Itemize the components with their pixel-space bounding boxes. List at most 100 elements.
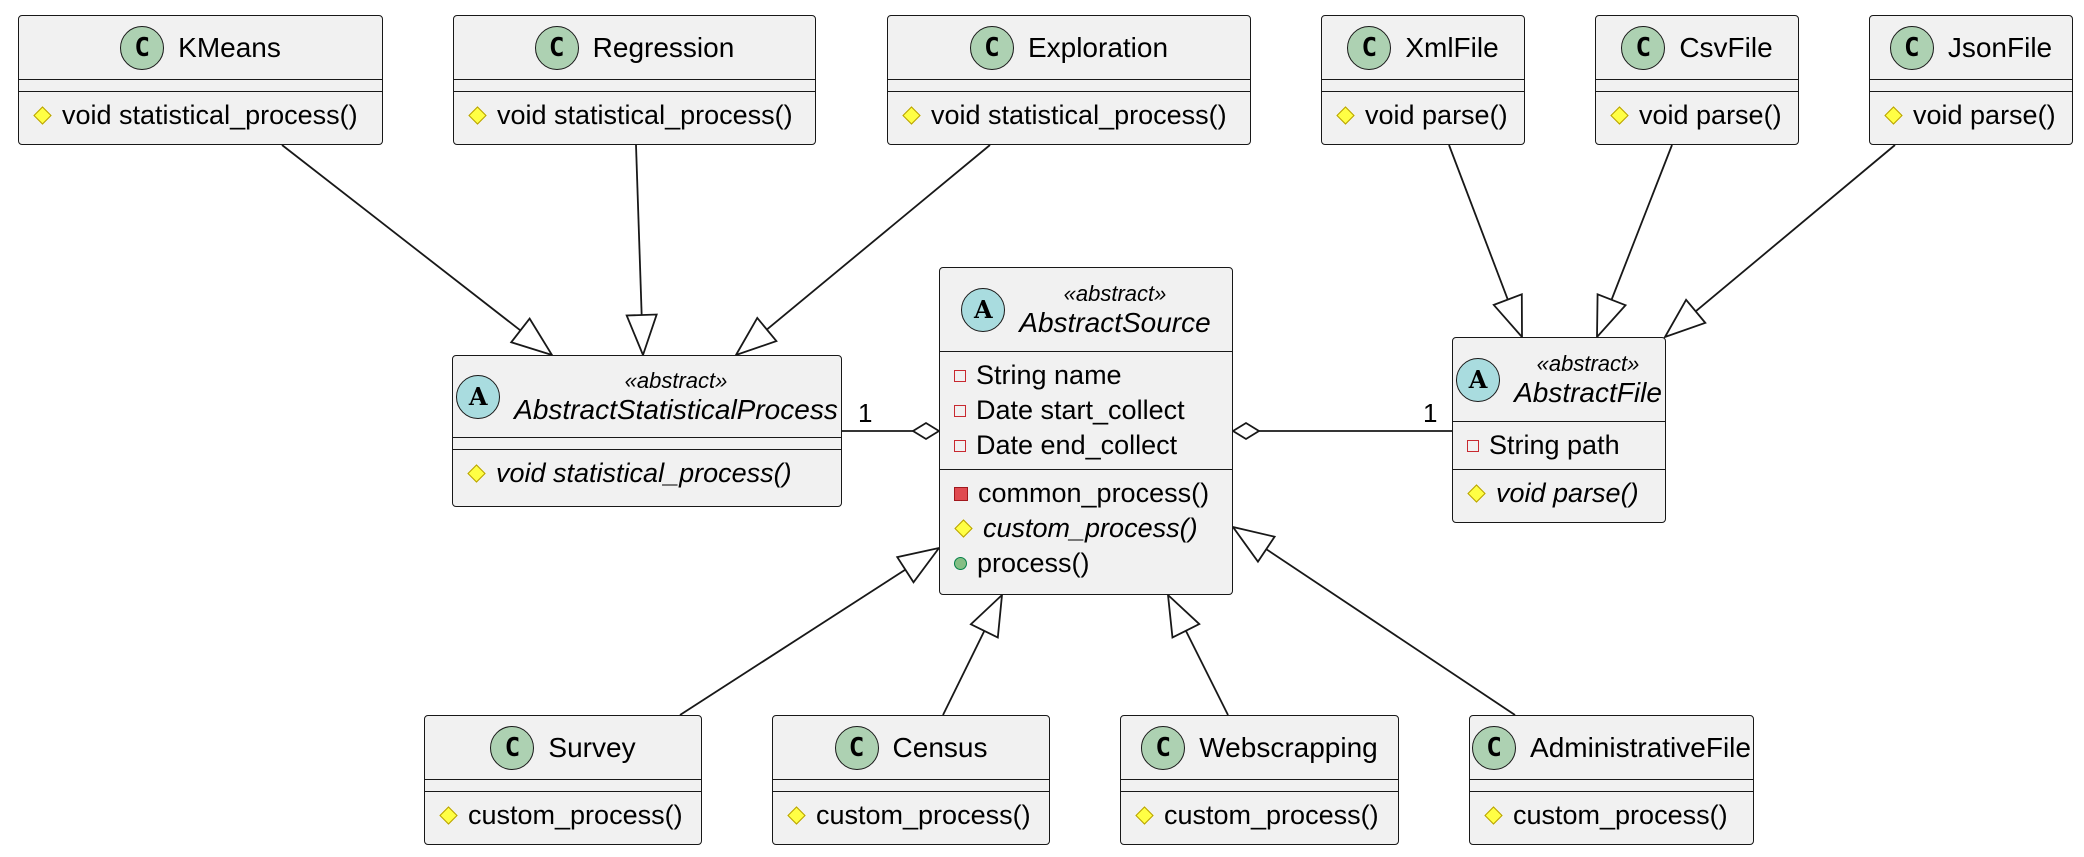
- inheritance-line: [1185, 630, 1229, 716]
- class-name: AbstractStatisticalProcess: [514, 393, 838, 425]
- method-member: custom_process(): [954, 511, 1218, 546]
- inheritance-arrowhead: [1596, 292, 1628, 340]
- inheritance-arrowhead: [734, 316, 778, 357]
- class-header: A «abstract»AbstractFile: [1453, 338, 1665, 422]
- inheritance-arrowhead: [1166, 592, 1201, 639]
- fields-section: [888, 80, 1250, 92]
- inheritance-line: [1448, 144, 1509, 300]
- protected-visibility-icon: [1884, 106, 1903, 125]
- member-text: common_process(): [978, 478, 1210, 508]
- member-text: void statistical_process(): [496, 458, 792, 488]
- class-kmeans: C KMeans void statistical_process(): [18, 15, 383, 145]
- inheritance-line: [281, 144, 521, 332]
- member-text: void parse(): [1913, 100, 2056, 130]
- method-member: void statistical_process(): [33, 98, 368, 133]
- protected-visibility-icon: [954, 519, 973, 538]
- member-text: void parse(): [1496, 478, 1639, 508]
- inheritance-line: [679, 568, 906, 716]
- methods-section: void parse(): [1870, 92, 2072, 139]
- private-visibility-icon: [954, 369, 966, 382]
- class-icon: C: [120, 25, 165, 70]
- inheritance-arrowhead: [1492, 292, 1523, 340]
- class-webscrapping: C Webscrapping custom_process(): [1120, 715, 1399, 845]
- fields-section: [1322, 80, 1524, 92]
- class-header: C Exploration: [888, 16, 1250, 80]
- class-header: C Webscrapping: [1121, 716, 1398, 780]
- fields-section: [1470, 780, 1753, 792]
- method-member: custom_process(): [787, 798, 1035, 833]
- method-member: void parse(): [1610, 98, 1784, 133]
- protected-visibility-icon: [902, 106, 921, 125]
- private-visibility-icon: [954, 439, 966, 452]
- member-text: process(): [977, 548, 1090, 578]
- fields-section: [1121, 780, 1398, 792]
- class-icon: C: [1141, 725, 1186, 770]
- method-member: custom_process(): [439, 798, 687, 833]
- protected-visibility-icon: [1135, 806, 1154, 825]
- fields-section: [1870, 80, 2072, 92]
- methods-section: common_process()custom_process()process(…: [940, 470, 1232, 587]
- class-name: AbstractFile: [1514, 376, 1662, 408]
- stereotype-label: «abstract»: [1536, 350, 1640, 376]
- method-member: void statistical_process(): [902, 98, 1236, 133]
- class-survey: C Survey custom_process(): [424, 715, 702, 845]
- inheritance-arrowhead: [969, 592, 1004, 639]
- class-name: KMeans: [178, 31, 281, 63]
- class-title-block: «abstract»AbstractFile: [1514, 351, 1662, 409]
- fields-section: [773, 780, 1049, 792]
- class-exploration: C Exploration void statistical_process(): [887, 15, 1251, 145]
- class-name: Regression: [592, 31, 735, 63]
- inheritance-line: [1610, 144, 1673, 301]
- inheritance-line: [1695, 144, 1896, 313]
- class-name: Survey: [548, 731, 636, 763]
- class-name: Webscrapping: [1199, 731, 1378, 763]
- abstract-class-icon: A: [1456, 357, 1501, 402]
- inheritance-arrowhead: [509, 317, 555, 357]
- multiplicity-statistical-process: 1: [858, 398, 873, 428]
- class-icon: C: [1889, 25, 1934, 70]
- methods-section: void parse(): [1596, 92, 1798, 139]
- class-icon: C: [834, 725, 879, 770]
- class-name: CsvFile: [1679, 31, 1773, 63]
- class-name: Census: [892, 731, 988, 763]
- method-member: common_process(): [954, 476, 1218, 511]
- fields-section: [1596, 80, 1798, 92]
- method-member: process(): [954, 546, 1218, 581]
- private-method-icon: [954, 486, 968, 501]
- field-member: Date end_collect: [954, 428, 1218, 463]
- class-name: Exploration: [1027, 31, 1169, 63]
- fields-section: [425, 780, 701, 792]
- protected-visibility-icon: [439, 806, 458, 825]
- member-text: void parse(): [1365, 100, 1508, 130]
- protected-visibility-icon: [468, 106, 487, 125]
- protected-visibility-icon: [1467, 484, 1486, 503]
- fields-section: String path: [1453, 422, 1665, 470]
- field-member: String name: [954, 358, 1218, 393]
- methods-section: custom_process(): [425, 792, 701, 839]
- class-icon: C: [969, 25, 1014, 70]
- protected-visibility-icon: [1610, 106, 1629, 125]
- class-icon: C: [490, 725, 535, 770]
- protected-visibility-icon: [787, 806, 806, 825]
- aggregation-diamond: [911, 421, 941, 441]
- class-name: AbstractSource: [1019, 306, 1211, 338]
- inheritance-arrowhead: [895, 546, 942, 584]
- inheritance-line: [766, 144, 991, 331]
- fields-section: [454, 80, 815, 92]
- inheritance-arrowhead: [1663, 298, 1707, 339]
- member-text: void statistical_process(): [62, 100, 358, 130]
- member-text: void parse(): [1639, 100, 1782, 130]
- method-member: custom_process(): [1135, 798, 1384, 833]
- method-member: void statistical_process(): [468, 98, 801, 133]
